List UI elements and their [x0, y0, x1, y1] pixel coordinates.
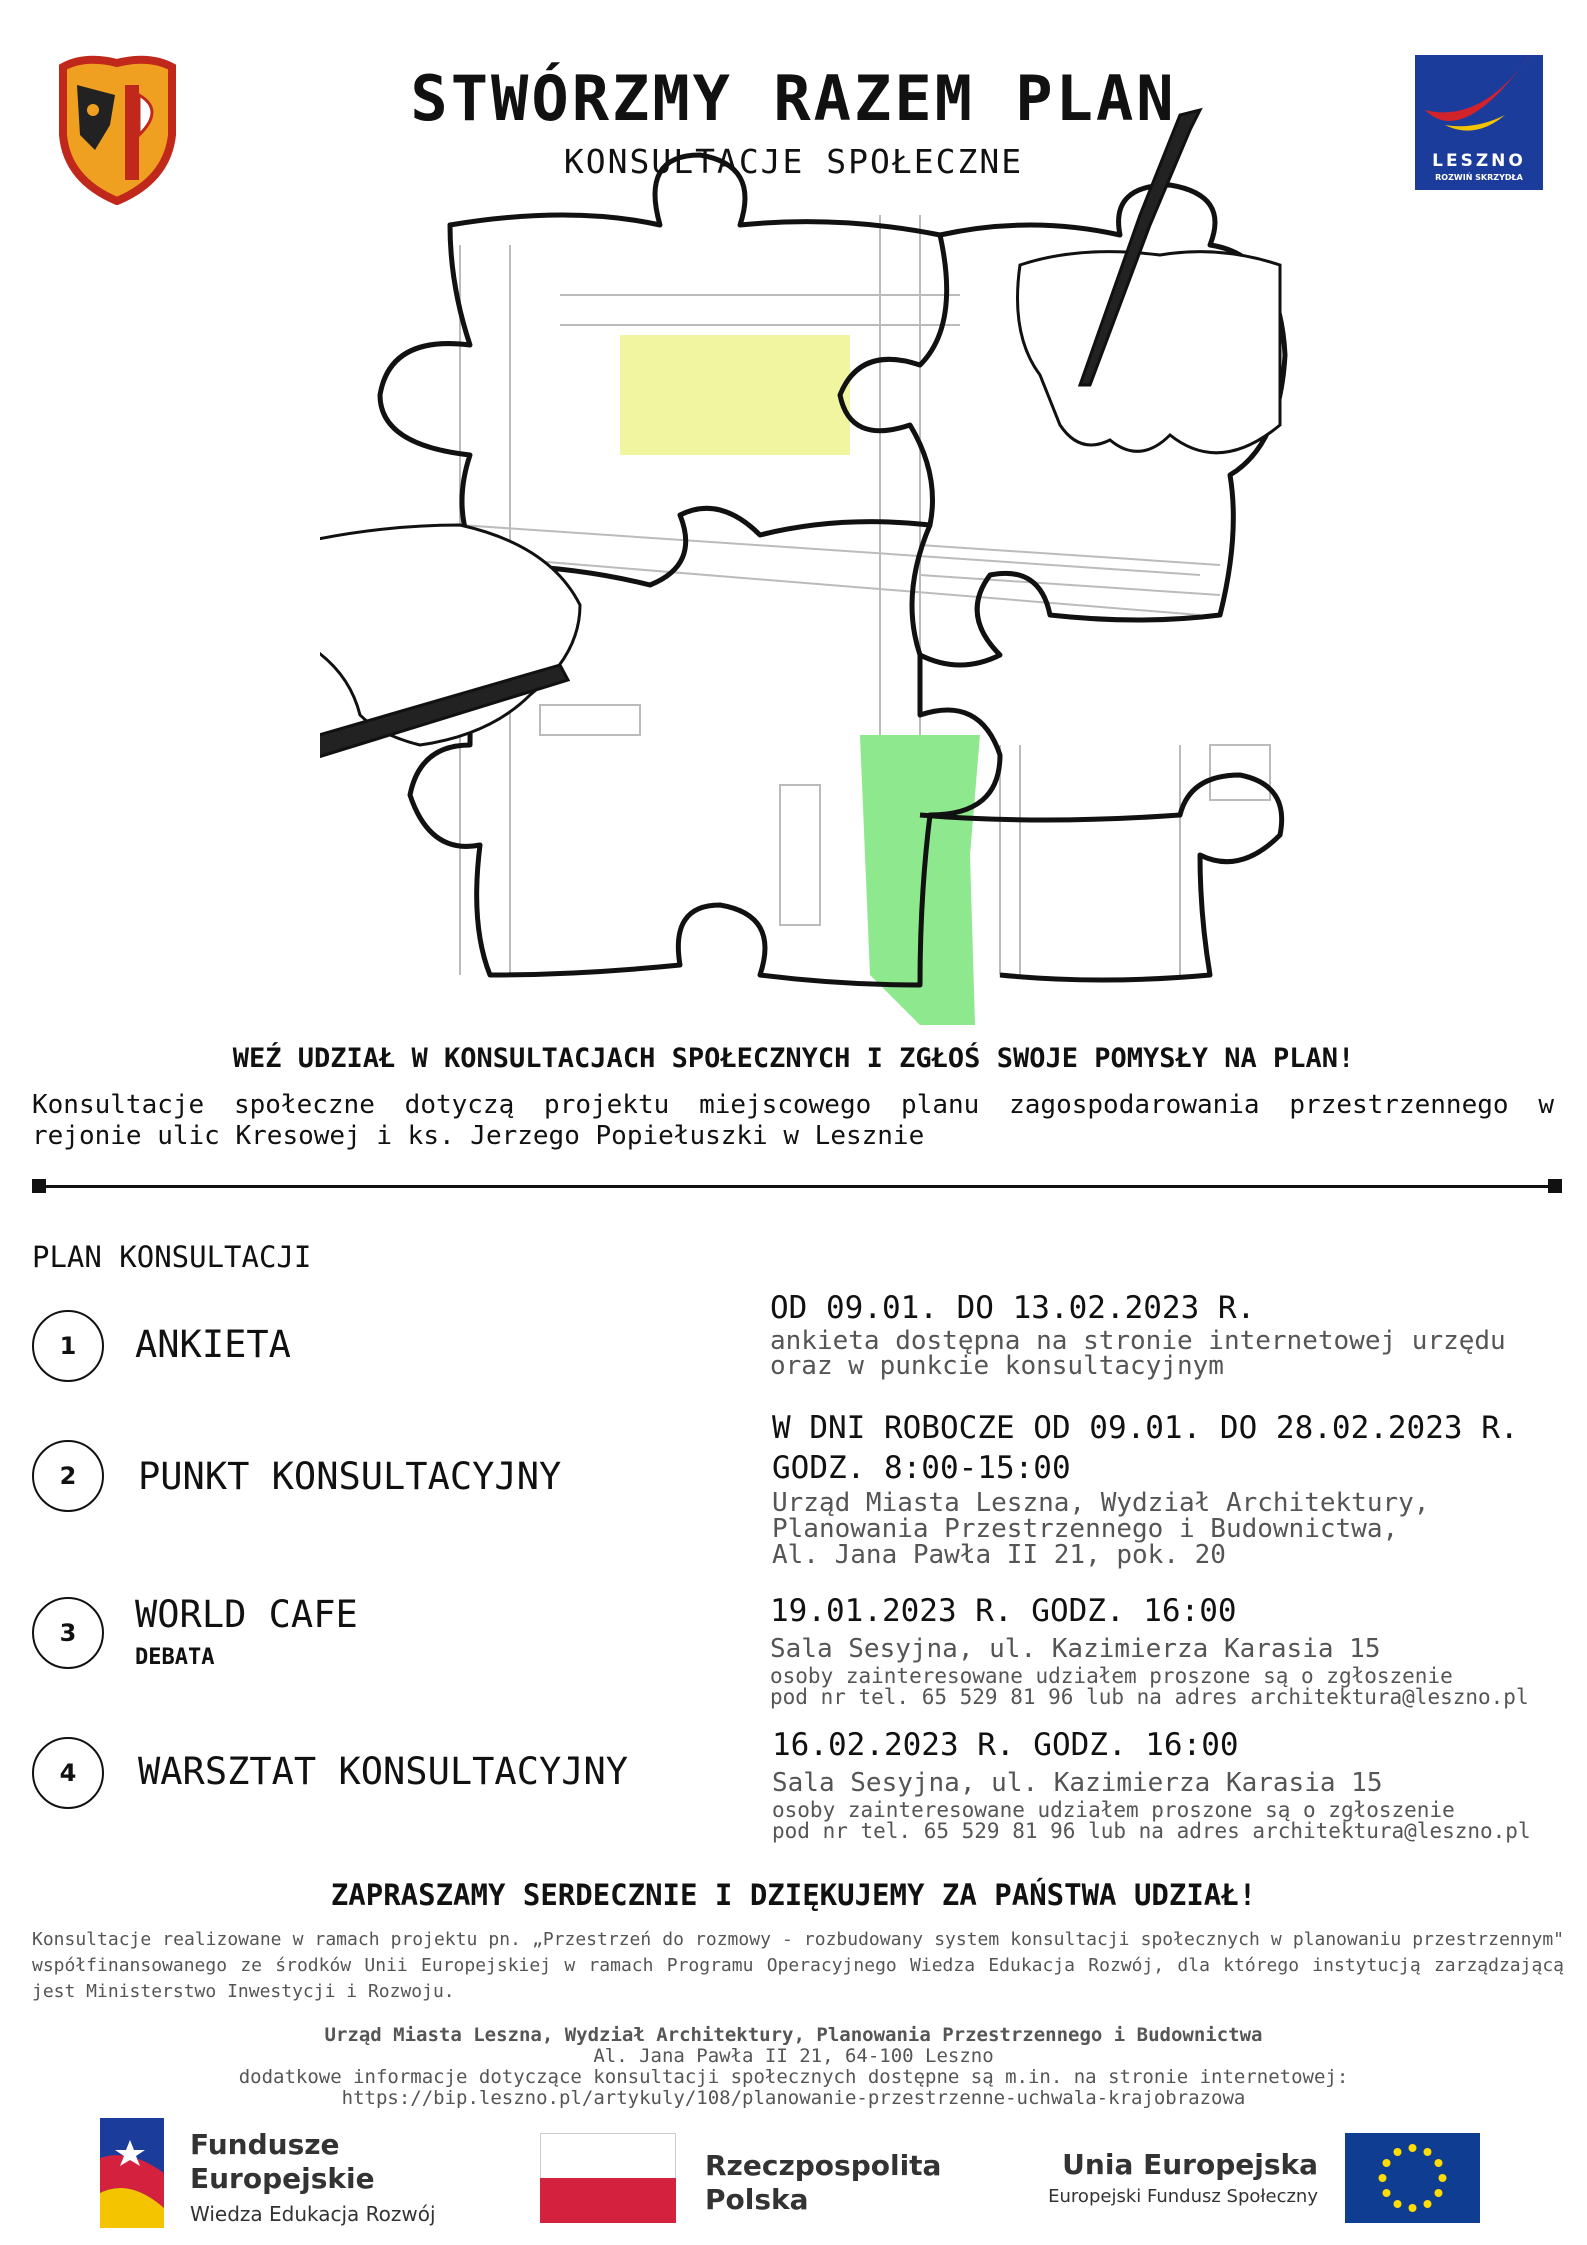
intro-text: Konsultacje społeczne dotyczą projektu m… [32, 1090, 1554, 1151]
step-2-label: PUNKT KONSULTACYJNY [138, 1455, 562, 1498]
leszno-logo: LESZNO ROZWIŃ SKRZYDŁA [1415, 55, 1543, 190]
step-3-number: 3 [32, 1597, 104, 1669]
step-2-detail-3: Al. Jana Pawła II 21, pok. 20 [772, 1540, 1226, 1570]
section-divider [36, 1185, 1558, 1188]
step-4-note-2: pod nr tel. 65 529 81 96 lub na adres ar… [772, 1819, 1531, 1843]
page-subtitle: KONSULTACJE SPOŁECZNE [563, 142, 1024, 181]
step-4-number: 4 [32, 1737, 104, 1809]
step-2-number: 2 [32, 1440, 104, 1512]
ue-line1: Unia Europejska [1062, 2148, 1318, 2181]
rp-line2: Polska [705, 2183, 809, 2216]
green-area [860, 735, 980, 1025]
step-3-note-1: osoby zainteresowane udziałem proszone s… [770, 1664, 1453, 1688]
fe-line2: Europejskie [190, 2162, 375, 2195]
coat-of-arms-icon [59, 55, 176, 205]
step-4-place: Sala Sesyjna, ul. Kazimierza Karasia 15 [772, 1768, 1383, 1798]
hand-with-pencil-icon [320, 107, 1282, 759]
step-4-date: 16.02.2023 R. GODZ. 16:00 [772, 1727, 1239, 1763]
leszno-logo-tagline: ROZWIŃ SKRZYDŁA [1435, 173, 1523, 182]
contact-info: dodatkowe informacje dotyczące konsultac… [238, 2066, 1349, 2088]
fe-flag-icon [100, 2118, 164, 2228]
plan-heading: PLAN KONSULTACJI [32, 1240, 312, 1274]
wings-icon [1425, 55, 1531, 131]
contact-address: Al. Jana Pawła II 21, 64-100 Leszno [593, 2045, 994, 2067]
step-3-label: WORLD CAFE [135, 1593, 358, 1636]
divider-right-dot [1548, 1179, 1562, 1193]
fe-line3: Wiedza Edukacja Rozwój [190, 2202, 436, 2226]
closing-text: ZAPRASZAMY SERDECZNIE I DZIĘKUJEMY ZA PA… [330, 1878, 1257, 1912]
puzzle-outlines [377, 152, 1288, 988]
puzzle-map-illustration [320, 107, 1288, 1025]
rp-logo: Rzeczpospolita Polska [540, 2133, 942, 2228]
step-1-label: ANKIETA [135, 1323, 291, 1366]
step-4-note-1: osoby zainteresowane udziałem proszone s… [772, 1798, 1455, 1822]
contact-block: Urząd Miasta Leszna, Wydział Architektur… [0, 2025, 1587, 2109]
funding-note: Konsultacje realizowane w ramach projekt… [32, 1929, 1564, 2002]
contact-office: Urząd Miasta Leszna, Wydział Architektur… [324, 2024, 1263, 2046]
ue-line2: Europejski Fundusz Społeczny [1048, 2186, 1318, 2207]
fe-logo: Fundusze Europejskie Wiedza Edukacja Roz… [100, 2118, 460, 2233]
step-2-detail-2: Planowania Przestrzennego i Budownictwa, [772, 1514, 1399, 1544]
step-2-time: GODZ. 8:00-15:00 [772, 1450, 1071, 1486]
rp-line1: Rzeczpospolita [705, 2149, 942, 2182]
polish-flag-icon [540, 2133, 676, 2223]
step-3-place: Sala Sesyjna, ul. Kazimierza Karasia 15 [770, 1634, 1381, 1664]
step-3-date: 19.01.2023 R. GODZ. 16:00 [770, 1593, 1237, 1629]
step-1-detail-1: ankieta dostępna na stronie internetowej… [770, 1326, 1506, 1356]
step-1-date: OD 09.01. DO 13.02.2023 R. [770, 1290, 1256, 1326]
divider-left-dot [32, 1179, 46, 1193]
step-4-label: WARSZTAT KONSULTACYJNY [138, 1750, 629, 1793]
intro-headline: WEŹ UDZIAŁ W KONSULTACJACH SPOŁECZNYCH I… [232, 1043, 1355, 1074]
eu-flag-icon [1345, 2133, 1480, 2223]
step-3-sublabel: DEBATA [135, 1645, 215, 1670]
step-2-date: W DNI ROBOCZE OD 09.01. DO 28.02.2023 R. [772, 1410, 1519, 1446]
yellow-area [620, 335, 850, 455]
step-1-detail-2: oraz w punkcie konsultacyjnym [770, 1351, 1224, 1381]
step-1-number: 1 [32, 1310, 104, 1382]
fe-line1: Fundusze [190, 2128, 340, 2161]
page-title: STWÓRZMY RAZEM PLAN [410, 62, 1177, 135]
contact-url[interactable]: https://bip.leszno.pl/artykuly/108/plano… [341, 2087, 1246, 2109]
step-3-note-2: pod nr tel. 65 529 81 96 lub na adres ar… [770, 1685, 1529, 1709]
step-2-detail-1: Urząd Miasta Leszna, Wydział Architektur… [772, 1488, 1430, 1518]
leszno-logo-name: LESZNO [1432, 151, 1526, 171]
